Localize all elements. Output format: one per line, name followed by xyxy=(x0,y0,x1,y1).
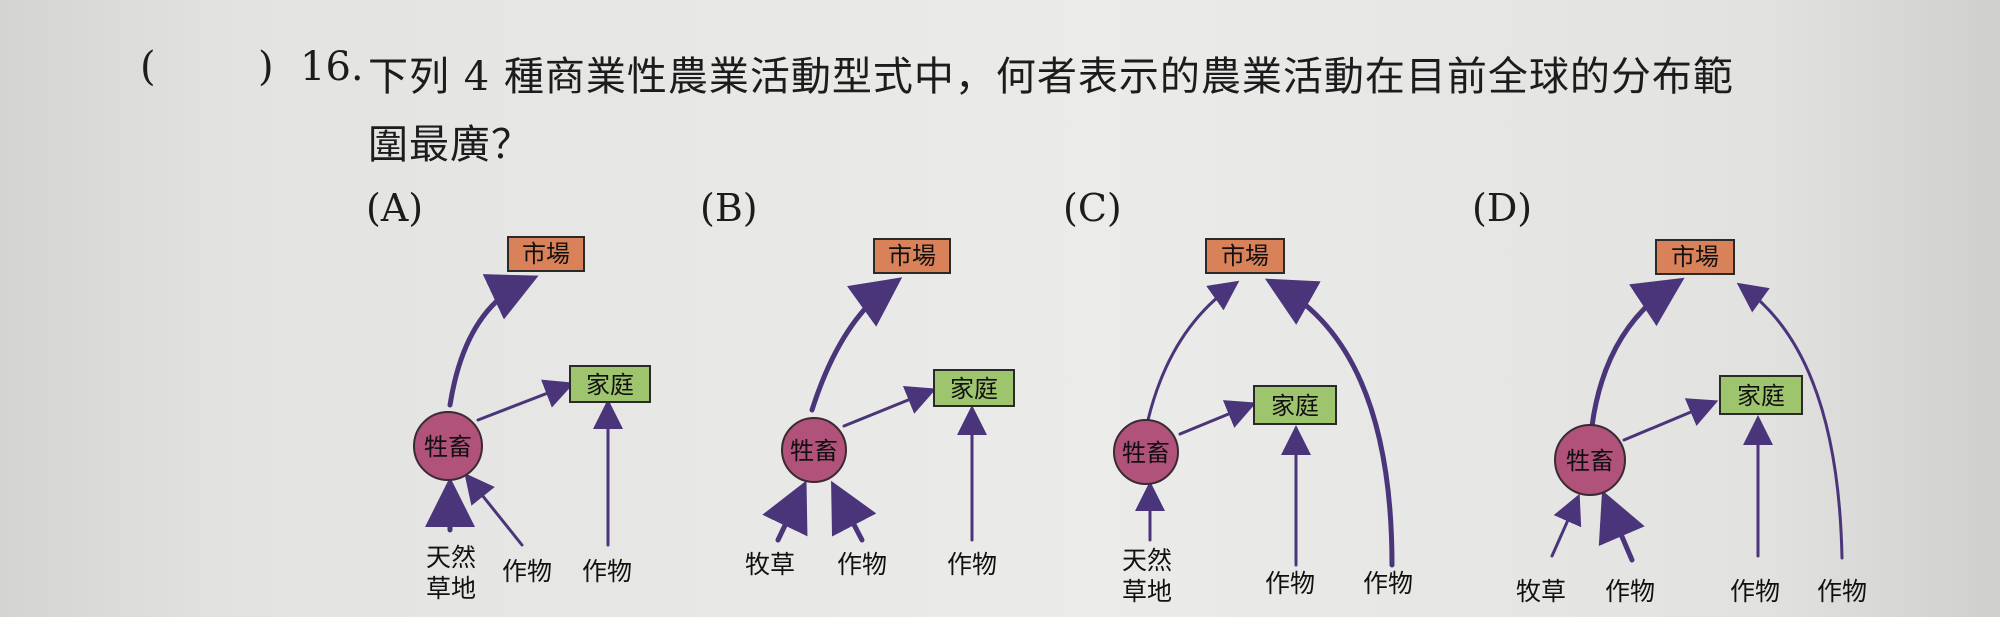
arrow-livestock-to-home xyxy=(842,385,937,428)
input-crop-2: 作物 xyxy=(1730,577,1780,606)
input-crop-1: 作物 xyxy=(1605,577,1655,606)
answer-paren-open: ( xyxy=(140,44,156,90)
arrow-crop-to-livestock xyxy=(464,472,524,547)
home-box xyxy=(569,365,651,403)
input-crop-1: 作物 xyxy=(1265,569,1315,598)
home-label: 家庭 xyxy=(1737,382,1785,410)
diagram-d: 市場 家庭 牲畜 牧草 作物 作物 作物 xyxy=(1516,239,1867,606)
option-d-label[interactable]: (D) xyxy=(1472,186,1533,230)
livestock-node xyxy=(1554,424,1626,496)
answer-paren-close: ) xyxy=(258,44,274,90)
arrow-livestock-to-home xyxy=(1178,400,1257,436)
arrow-crop-to-livestock xyxy=(831,480,877,543)
market-box xyxy=(873,238,951,274)
arrow-crop-to-market xyxy=(1264,278,1395,568)
market-label: 市場 xyxy=(1221,242,1269,270)
arrow-livestock-to-market xyxy=(447,274,539,408)
arrow-pasture-to-livestock xyxy=(1550,493,1582,558)
home-box xyxy=(933,369,1015,407)
input-pasture: 牧草 xyxy=(745,550,795,579)
input-grassland-line1: 天然 xyxy=(1122,546,1172,575)
diagram-b: 市場 家庭 牲畜 牧草 作物 作物 xyxy=(745,238,1015,579)
input-grassland-line2: 草地 xyxy=(1122,577,1172,606)
input-crop-2: 作物 xyxy=(1363,569,1413,598)
livestock-label: 牲畜 xyxy=(1122,439,1170,467)
arrow-pasture-to-livestock xyxy=(762,480,808,543)
input-crop-1: 作物 xyxy=(837,550,887,579)
market-box xyxy=(1655,239,1735,275)
home-label: 家庭 xyxy=(1271,392,1319,420)
livestock-node xyxy=(781,417,847,483)
input-grassland-line1: 天然 xyxy=(426,543,476,572)
home-label: 家庭 xyxy=(950,375,998,403)
option-c-label[interactable]: (C) xyxy=(1063,186,1122,230)
arrow-crop-to-livestock xyxy=(1598,490,1645,563)
market-box xyxy=(507,236,585,272)
input-crop-3: 作物 xyxy=(1817,577,1867,606)
question-stem-line1: 下列 4 種商業性農業活動型式中，何者表示的農業活動在目前全球的分布範 xyxy=(368,54,1734,100)
input-crop-2: 作物 xyxy=(582,557,632,586)
market-box xyxy=(1205,238,1285,274)
livestock-label: 牲畜 xyxy=(790,437,838,465)
diagram-a: 市場 家庭 牲畜 天然 草地 作物 作物 xyxy=(413,236,651,603)
arrow-crop-to-market xyxy=(1736,282,1844,560)
question-number: 16. xyxy=(300,44,364,90)
livestock-label: 牲畜 xyxy=(424,433,472,461)
input-pasture: 牧草 xyxy=(1516,577,1566,606)
home-box xyxy=(1719,375,1803,415)
diagram-c: 市場 家庭 牲畜 天然 草地 作物 作物 xyxy=(1113,238,1413,606)
livestock-node xyxy=(1113,419,1179,485)
option-b-label[interactable]: (B) xyxy=(700,186,758,230)
livestock-node xyxy=(413,411,483,481)
arrow-livestock-to-home xyxy=(1622,398,1719,442)
market-label: 市場 xyxy=(522,240,570,268)
arrow-livestock-to-market xyxy=(1146,280,1240,422)
home-box xyxy=(1253,385,1337,425)
market-label: 市場 xyxy=(1671,243,1719,271)
input-crop-2: 作物 xyxy=(947,550,997,579)
arrow-livestock-to-home xyxy=(476,379,575,422)
option-a-label[interactable]: (A) xyxy=(366,186,424,230)
home-label: 家庭 xyxy=(586,371,634,399)
market-label: 市場 xyxy=(888,242,936,270)
arrow-livestock-to-market xyxy=(1589,277,1685,429)
question-stem-line2: 圍最廣？ xyxy=(368,122,532,168)
livestock-label: 牲畜 xyxy=(1566,447,1614,475)
input-crop-1: 作物 xyxy=(502,557,552,586)
arrow-livestock-to-market xyxy=(809,277,903,413)
input-grassland-line2: 草地 xyxy=(426,574,476,603)
